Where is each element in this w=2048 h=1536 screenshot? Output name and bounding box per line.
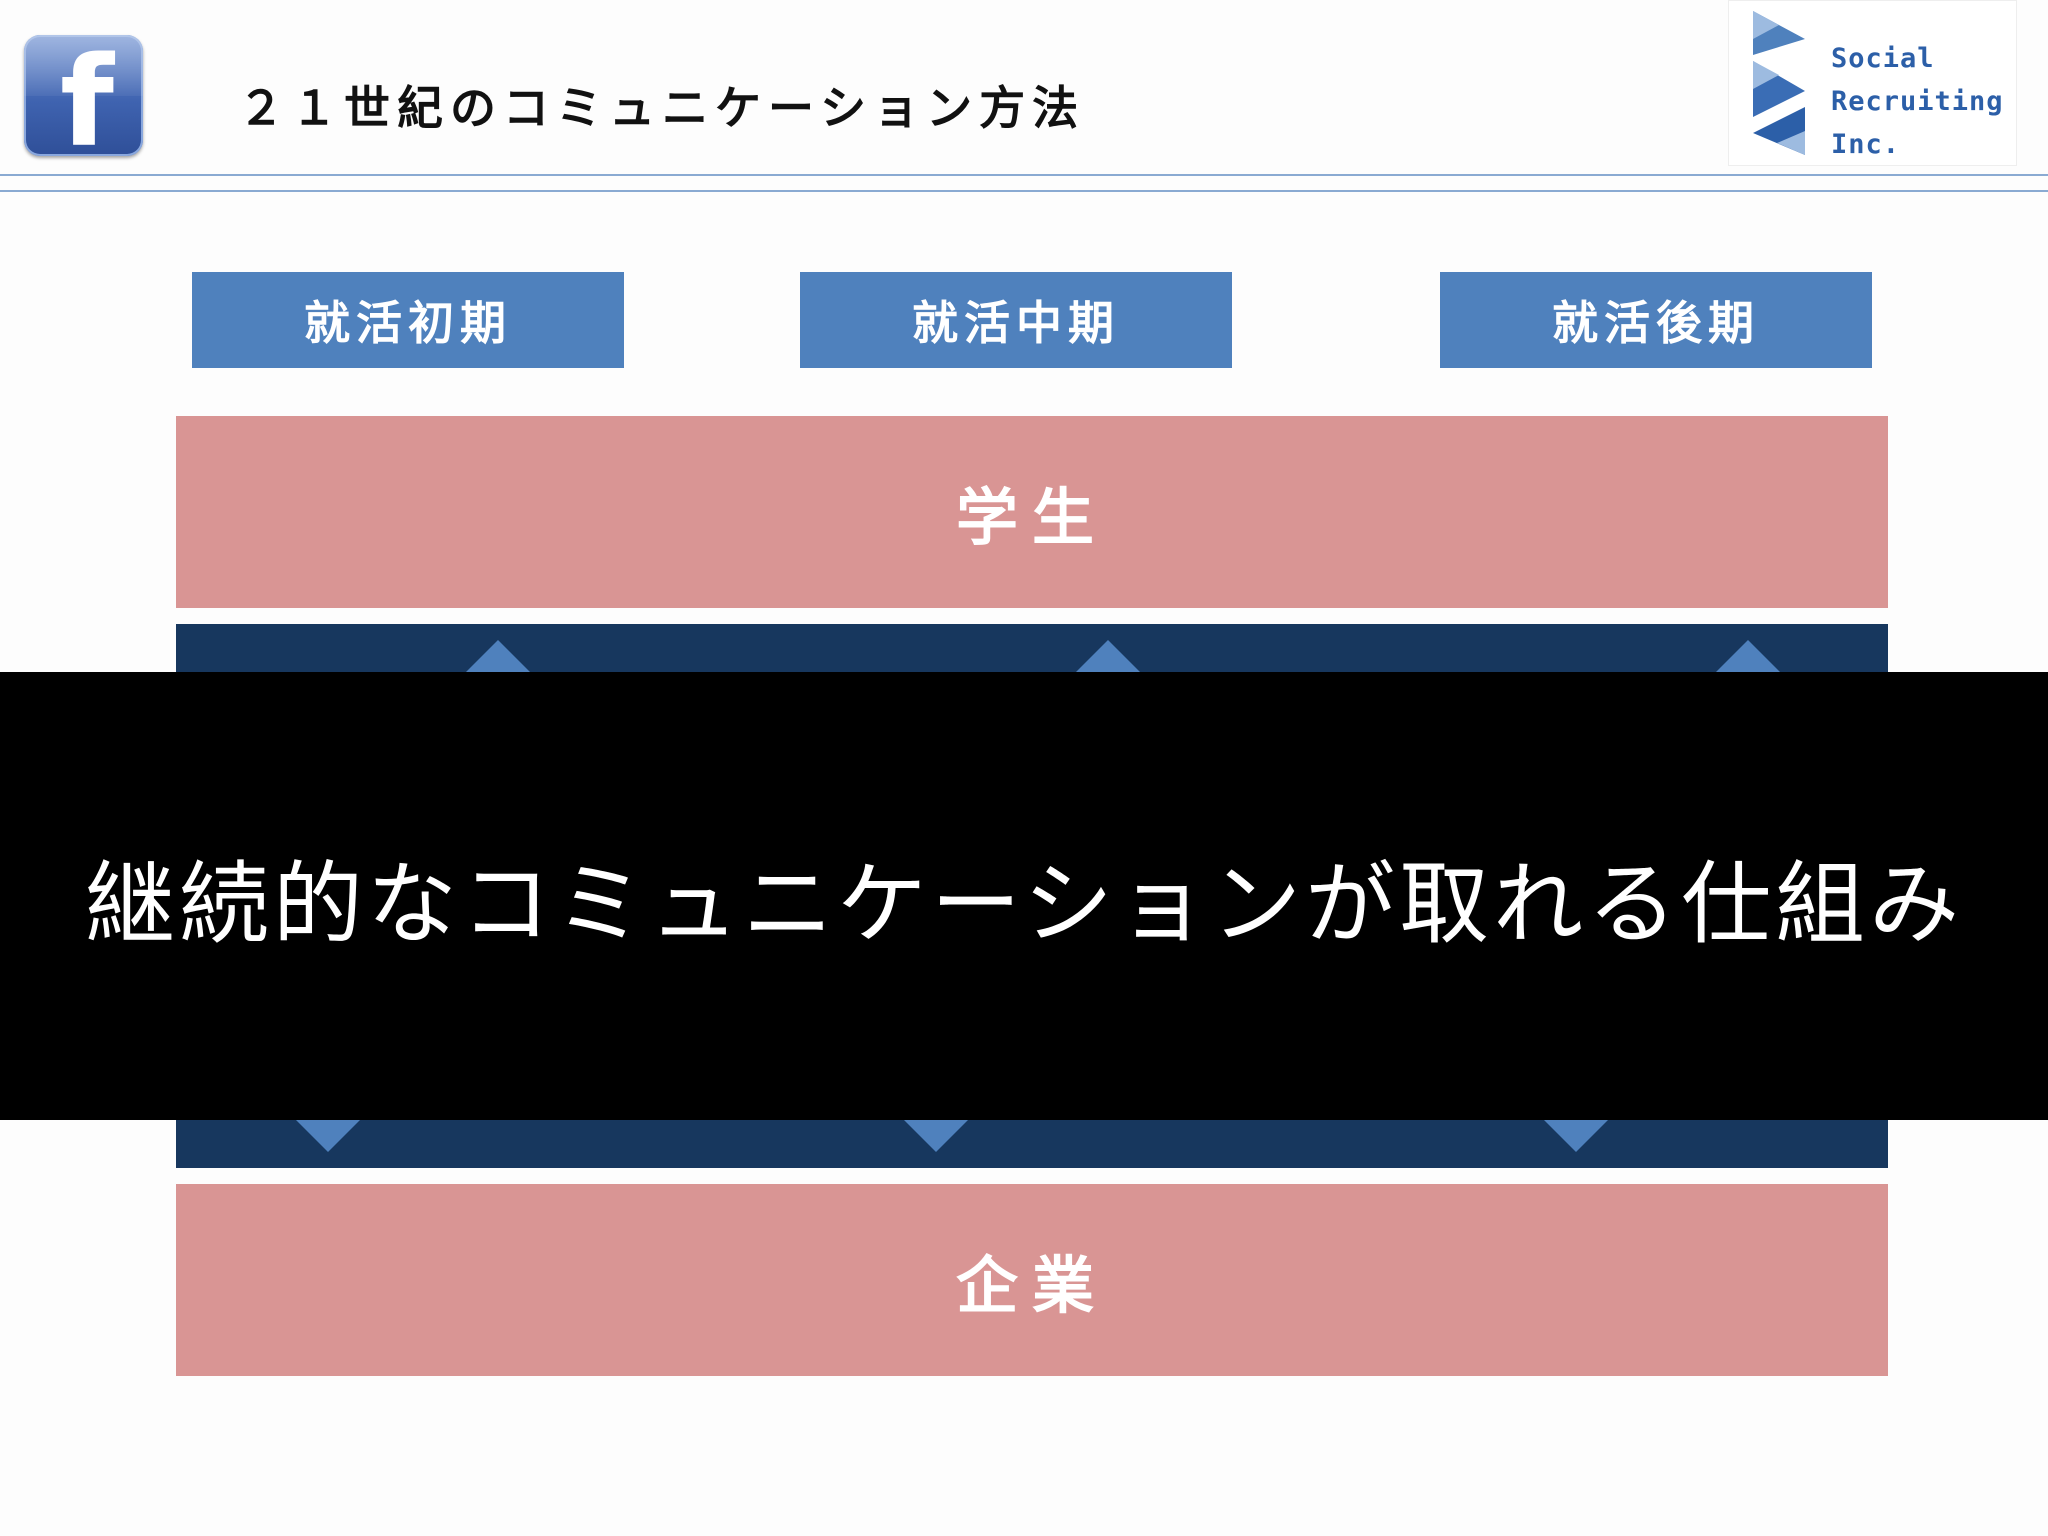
arrow-down-icon (904, 1120, 968, 1152)
arrow-up-icon (1076, 640, 1140, 672)
company-logo: Social Recruiting Inc. (1728, 0, 2017, 166)
caption-overlay: 継続的なコミュニケーションが取れる仕組み (0, 672, 2048, 1120)
phase-early-box: 就活初期 (192, 272, 624, 368)
header-divider-bottom (0, 190, 2048, 192)
arrow-down-icon (1544, 1120, 1608, 1152)
company-logo-line-3: Inc. (1831, 129, 1901, 160)
company-logo-line-2: Recruiting (1831, 86, 2004, 117)
phase-middle-box: 就活中期 (800, 272, 1232, 368)
arrow-down-icon (296, 1120, 360, 1152)
facebook-logo-glyph: f (60, 35, 114, 156)
phase-late-box: 就活後期 (1440, 272, 1872, 368)
arrow-up-icon (1716, 640, 1780, 672)
caption-text: 継続的なコミュニケーションが取れる仕組み (84, 852, 1964, 957)
facebook-logo-gloss (24, 35, 143, 96)
students-band: 学生 (176, 416, 1888, 608)
header-divider-top (0, 174, 2048, 176)
company-logo-line-1: Social (1831, 43, 1935, 74)
slide-title: ２１世紀のコミュニケーション方法 (238, 81, 1086, 135)
facebook-logo-icon: f (24, 35, 143, 156)
company-logo-text: Social Recruiting Inc. (1831, 37, 2004, 166)
companies-band: 企業 (176, 1184, 1888, 1376)
arrow-up-icon (466, 640, 530, 672)
company-logo-icon (1753, 11, 1805, 155)
